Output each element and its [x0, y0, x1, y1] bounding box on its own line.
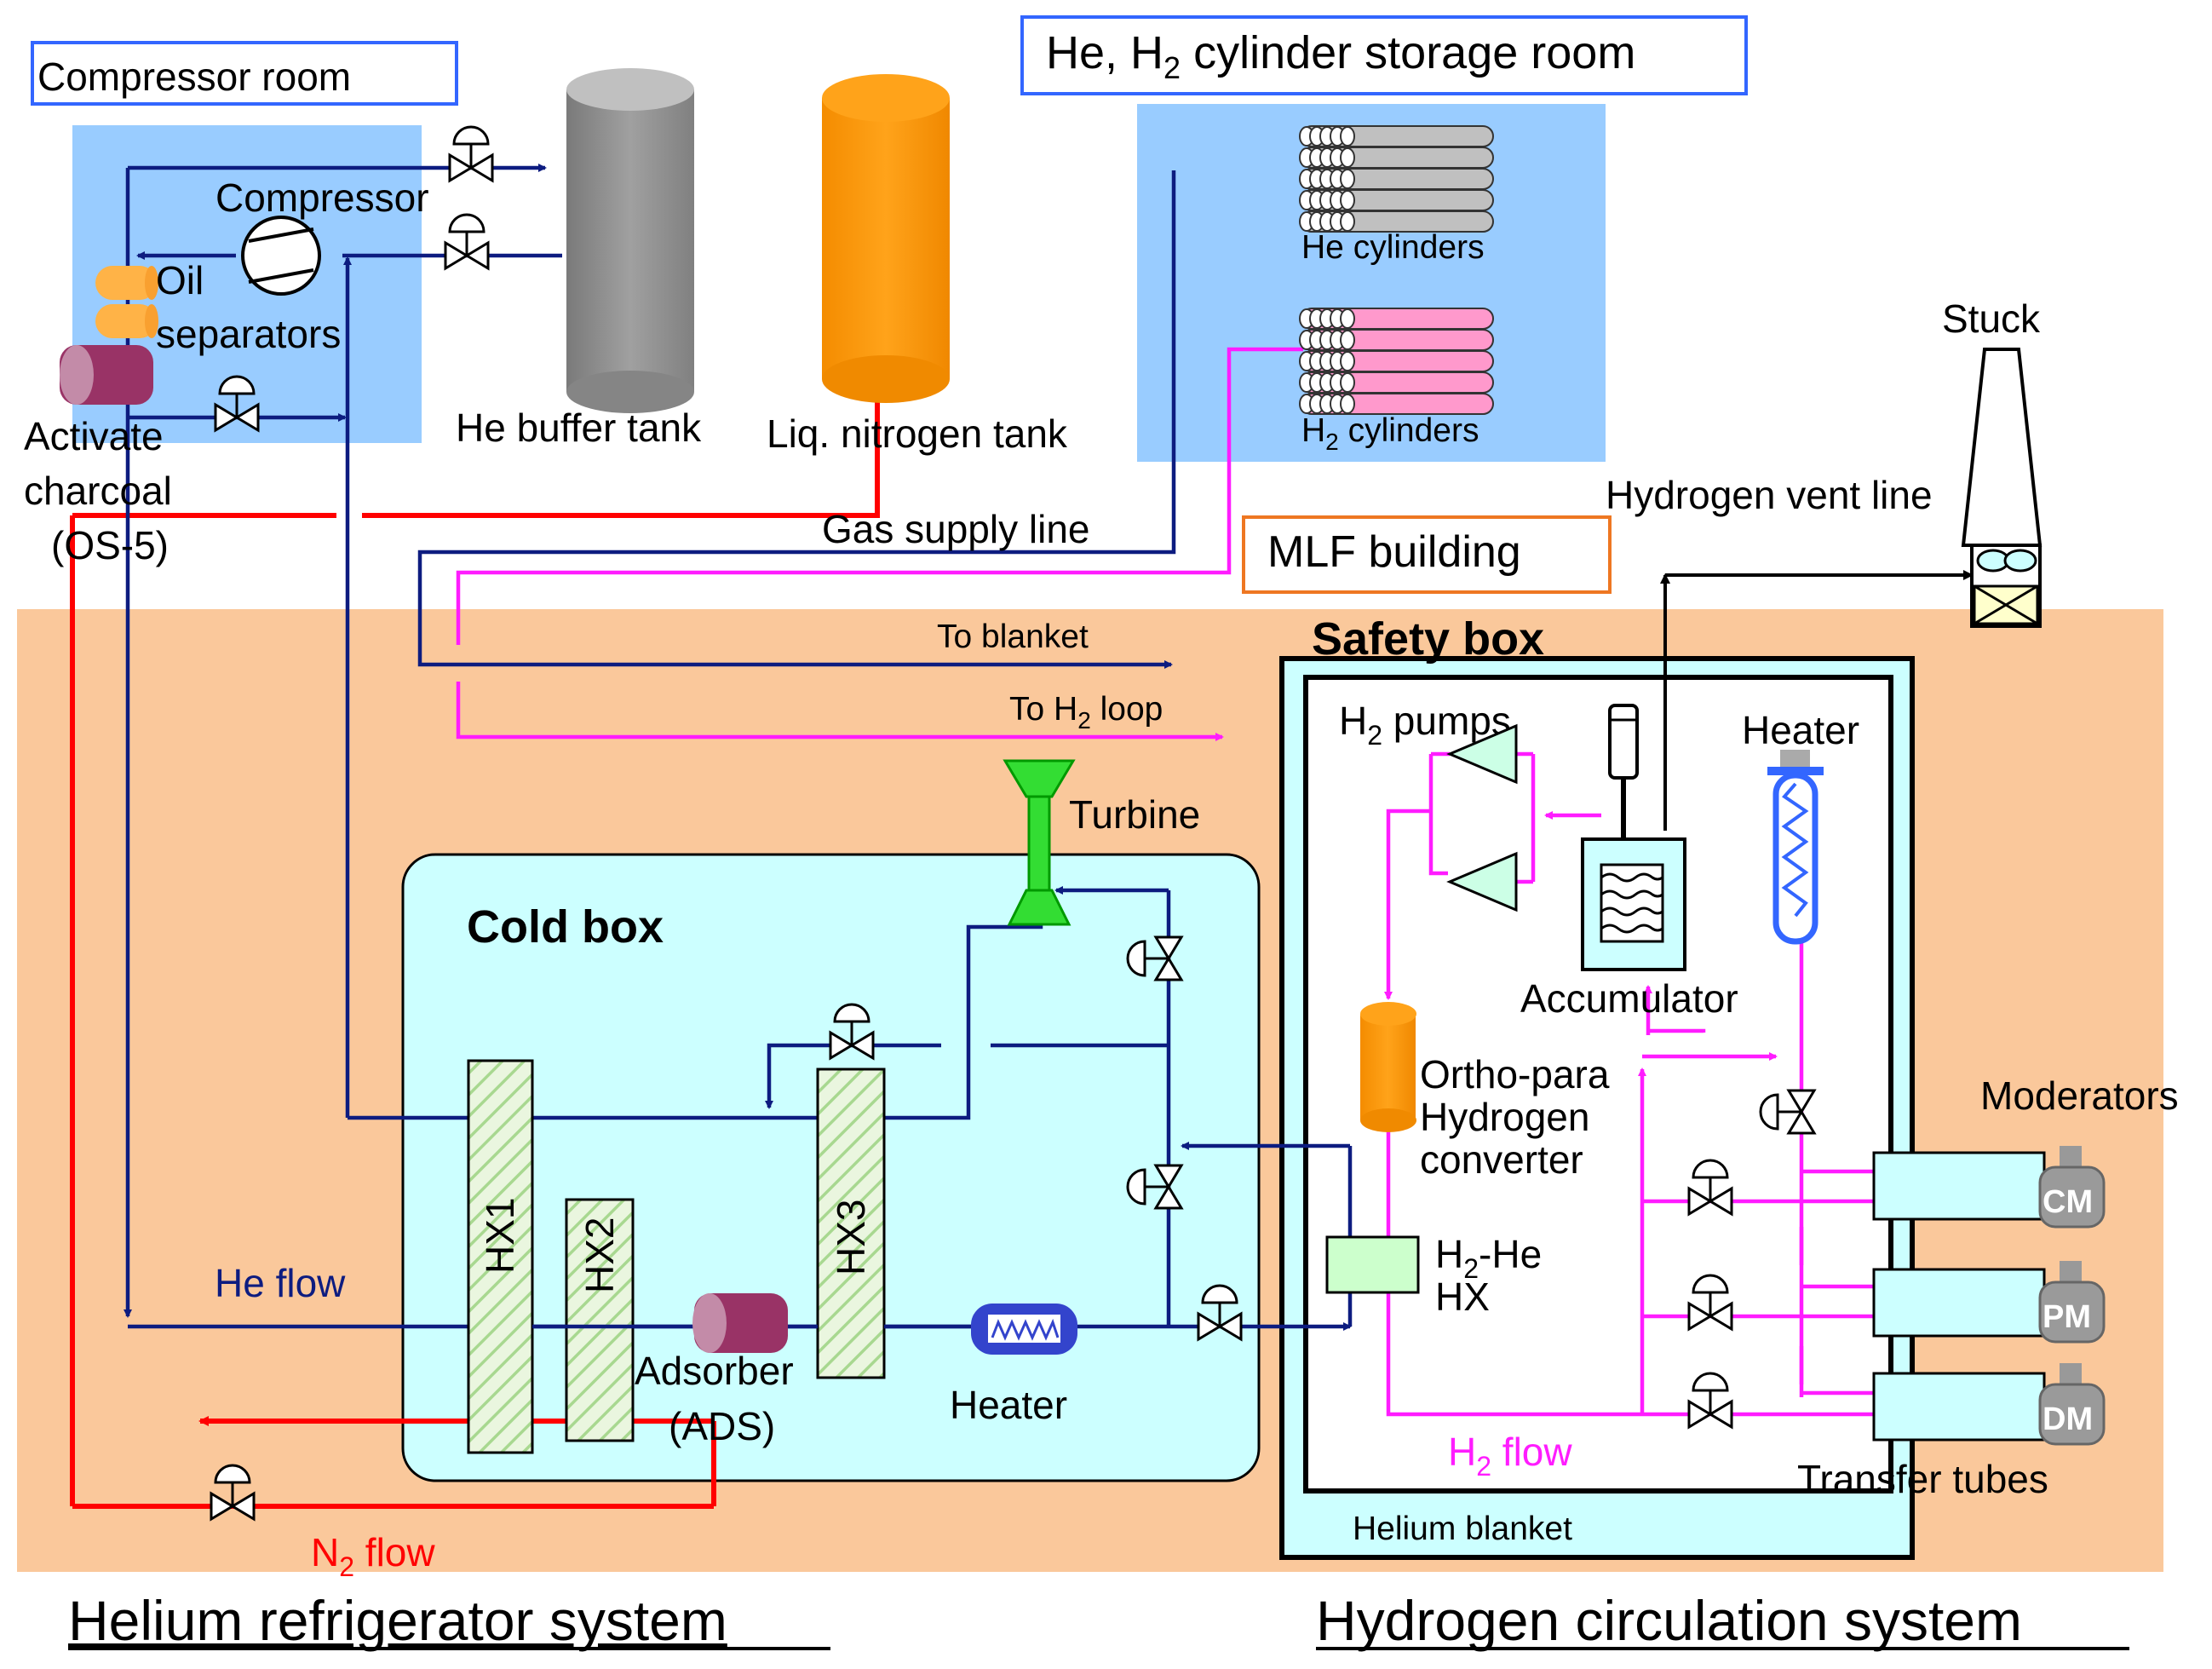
- heater-label: Heater: [950, 1383, 1067, 1427]
- liquid-nitrogen-tank: [822, 74, 950, 403]
- charcoal-label-1: Activate: [24, 414, 164, 458]
- hx2-label: HX2: [577, 1217, 622, 1293]
- oil-separators-label: Oil: [156, 258, 204, 302]
- pm-moderator-icon: [2038, 1261, 2106, 1344]
- accumulator-label: Accumulator: [1520, 976, 1738, 1021]
- converter-label-1: Ortho-para: [1420, 1052, 1610, 1096]
- oil-separators-icon: [95, 266, 158, 338]
- to-h2-loop-label: To H2 loop: [1009, 691, 1163, 734]
- valve-turbine-inlet-icon: [1126, 935, 1184, 981]
- valve-n2-icon: [210, 1464, 256, 1522]
- turbine-label: Turbine: [1069, 792, 1200, 837]
- he-buffer-tank: [566, 68, 694, 413]
- safety-heater-label: Heater: [1742, 708, 1859, 752]
- hx3-label: HX3: [829, 1200, 873, 1275]
- valve-he-outlet-icon: [1197, 1284, 1243, 1342]
- to-blanket-label: To blanket: [937, 619, 1089, 655]
- dm-moderator-icon: [2038, 1363, 2106, 1446]
- compressor-room-label-box: [31, 41, 458, 106]
- h2-pump-upper-icon: [1446, 723, 1518, 785]
- cylinder-room-label-box: [1020, 15, 1748, 95]
- oil-separators-label-2: separators: [156, 312, 341, 356]
- transfer-tubes-label: Transfer tubes: [1797, 1457, 2048, 1501]
- mlf-building-label-box: [1242, 515, 1612, 594]
- cm-moderator-icon: [2038, 1146, 2106, 1229]
- dm-label: DM: [2043, 1401, 2093, 1437]
- valve-pm-icon: [1687, 1274, 1733, 1332]
- safety-box-title: Safety box: [1312, 613, 1544, 665]
- hx2-exchanger: [565, 1198, 635, 1442]
- h2-he-hx-label-2: HX: [1435, 1275, 1490, 1319]
- valve-cm-icon: [1687, 1159, 1733, 1217]
- accumulator-icon: [1581, 704, 1686, 971]
- helium-blanket-label: Helium blanket: [1353, 1511, 1572, 1547]
- compressor-icon: [241, 216, 321, 296]
- n2-flow-label: N2 flow: [311, 1530, 435, 1582]
- stack-icon: [1961, 348, 2043, 628]
- valve-heater-line-icon: [1759, 1089, 1817, 1135]
- turbine-icon: [1003, 759, 1076, 926]
- he-buffer-tank-label: He buffer tank: [456, 406, 702, 450]
- compressor-label: Compressor: [215, 176, 429, 220]
- he-flow-label: He flow: [215, 1261, 346, 1305]
- stuck-label: Stuck: [1942, 296, 2041, 341]
- h2-he-hx-label: H2-He: [1435, 1232, 1542, 1284]
- activated-charcoal-icon: [60, 345, 153, 405]
- h2-he-hx-icon: [1325, 1235, 1420, 1294]
- vent-line: [1660, 570, 1974, 831]
- compressor-room-label: Compressor room: [37, 55, 351, 99]
- cylinder-room-label: He, H2 cylinder storage room: [1046, 27, 1635, 85]
- adsorber-icon: [692, 1293, 788, 1353]
- valve-dm-icon: [1687, 1372, 1733, 1430]
- liq-nitrogen-tank-label: Liq. nitrogen tank: [767, 411, 1068, 456]
- pm-label: PM: [2043, 1299, 2091, 1335]
- charcoal-label-2: charcoal: [24, 469, 172, 513]
- valve-buffer-out-icon: [444, 213, 490, 271]
- hydrogen-vent-line-label: Hydrogen vent line: [1606, 473, 1933, 517]
- transfer-tubes: [1872, 1151, 2046, 1442]
- valve-bypass-icon: [829, 1003, 875, 1061]
- h2-cylinders-icon: [1299, 308, 1494, 415]
- cm-label: CM: [2043, 1184, 2093, 1220]
- moderators-label: Moderators: [1980, 1073, 2179, 1118]
- he-cylinders-icon: [1299, 125, 1494, 233]
- adsorber-label-1: Adsorber: [635, 1349, 794, 1393]
- converter-label-2: Hydrogen: [1420, 1095, 1589, 1139]
- h2-flow-label: H2 flow: [1448, 1430, 1572, 1482]
- h2-pump-lower-icon: [1446, 851, 1518, 912]
- cold-box-title: Cold box: [467, 901, 664, 952]
- valve-he-return-icon: [1126, 1164, 1184, 1210]
- adsorber-label-2: (ADS): [669, 1404, 775, 1448]
- hx1-label: HX1: [478, 1198, 522, 1274]
- h2-pumps-label: H2 pumps: [1339, 699, 1511, 751]
- converter-label-3: converter: [1420, 1137, 1583, 1182]
- valve-charcoal-icon: [214, 375, 260, 433]
- helium-system-title: Helium refrigerator system: [68, 1589, 727, 1652]
- hx1-exchanger: [467, 1059, 534, 1454]
- hydrogen-system-title: Hydrogen circulation system: [1316, 1589, 2022, 1652]
- he-cylinders-label: He cylinders: [1301, 229, 1485, 266]
- ortho-para-converter-icon: [1360, 1002, 1416, 1132]
- mlf-building-label: MLF building: [1267, 527, 1521, 577]
- h2-cylinders-label: H2 cylinders: [1301, 412, 1479, 455]
- valve-buffer-in-icon: [448, 125, 494, 183]
- safety-heater-icon: [1767, 750, 1824, 945]
- hx3-exchanger: [816, 1068, 886, 1379]
- charcoal-label-3: (OS-5): [51, 523, 169, 567]
- gas-supply-line-label: Gas supply line: [822, 507, 1090, 551]
- heater-icon: [971, 1304, 1077, 1355]
